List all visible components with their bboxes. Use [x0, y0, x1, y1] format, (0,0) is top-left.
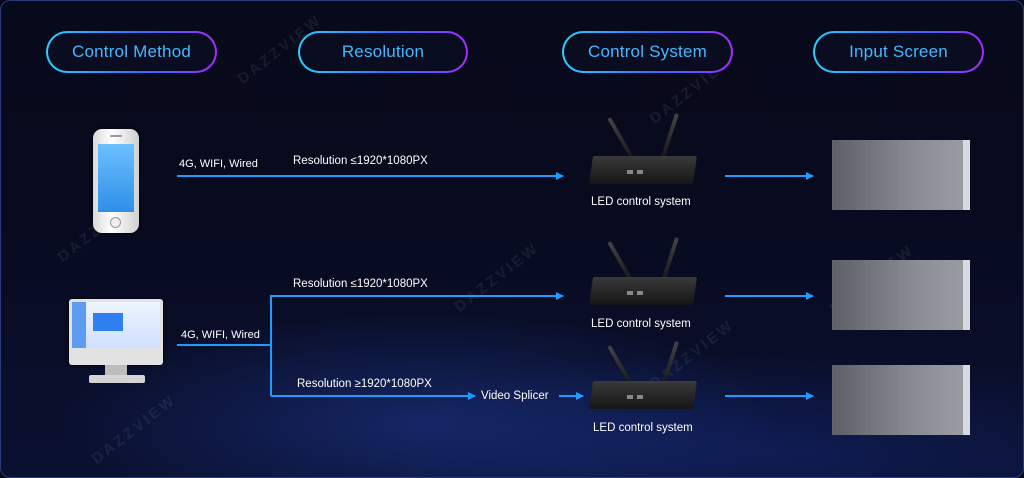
row1-connection-label: 4G, WIFI, Wired: [179, 158, 258, 170]
led-screen-3: [832, 365, 970, 435]
row3-resolution-label: Resolution ≥1920*1080PX: [297, 378, 432, 390]
controller-1-label: LED control system: [591, 196, 691, 208]
controller-body: [589, 277, 697, 305]
controller-port: [627, 170, 633, 174]
header-control-method: Control Method: [46, 31, 217, 73]
monitor-stand: [105, 365, 127, 375]
phone-screen: [98, 144, 134, 212]
row2-resolution-label: Resolution ≤1920*1080PX: [293, 278, 428, 290]
led-screen-2: [832, 260, 970, 330]
video-splicer-label: Video Splicer: [481, 390, 549, 402]
controller-port: [627, 291, 633, 295]
controller-body: [589, 381, 697, 409]
screen-edge: [963, 140, 970, 210]
led-screen-1: [832, 140, 970, 210]
header-resolution: Resolution: [298, 31, 468, 73]
desktop-computer-icon: [69, 299, 163, 365]
monitor-window: [93, 313, 123, 331]
controller-port: [637, 291, 643, 295]
controller-2-label: LED control system: [591, 318, 691, 330]
screen-edge: [963, 365, 970, 435]
row1-resolution-label: Resolution ≤1920*1080PX: [293, 155, 428, 167]
screen-edge: [963, 260, 970, 330]
controller-port: [637, 395, 643, 399]
phone-home-button: [110, 217, 121, 228]
led-controller-2: [587, 277, 697, 307]
controller-port: [627, 395, 633, 399]
smartphone-icon: [93, 129, 139, 233]
monitor-sidebar: [72, 302, 86, 348]
controller-body: [589, 156, 697, 184]
keyboard-icon: [89, 375, 145, 383]
controller-3-label: LED control system: [593, 422, 693, 434]
row2-connection-label: 4G, WIFI, Wired: [181, 329, 260, 341]
led-controller-1: [587, 156, 697, 186]
controller-port: [637, 170, 643, 174]
header-input-screen: Input Screen: [813, 31, 984, 73]
led-controller-3: [587, 381, 697, 411]
header-control-system: Control System: [562, 31, 733, 73]
phone-speaker: [110, 135, 122, 137]
